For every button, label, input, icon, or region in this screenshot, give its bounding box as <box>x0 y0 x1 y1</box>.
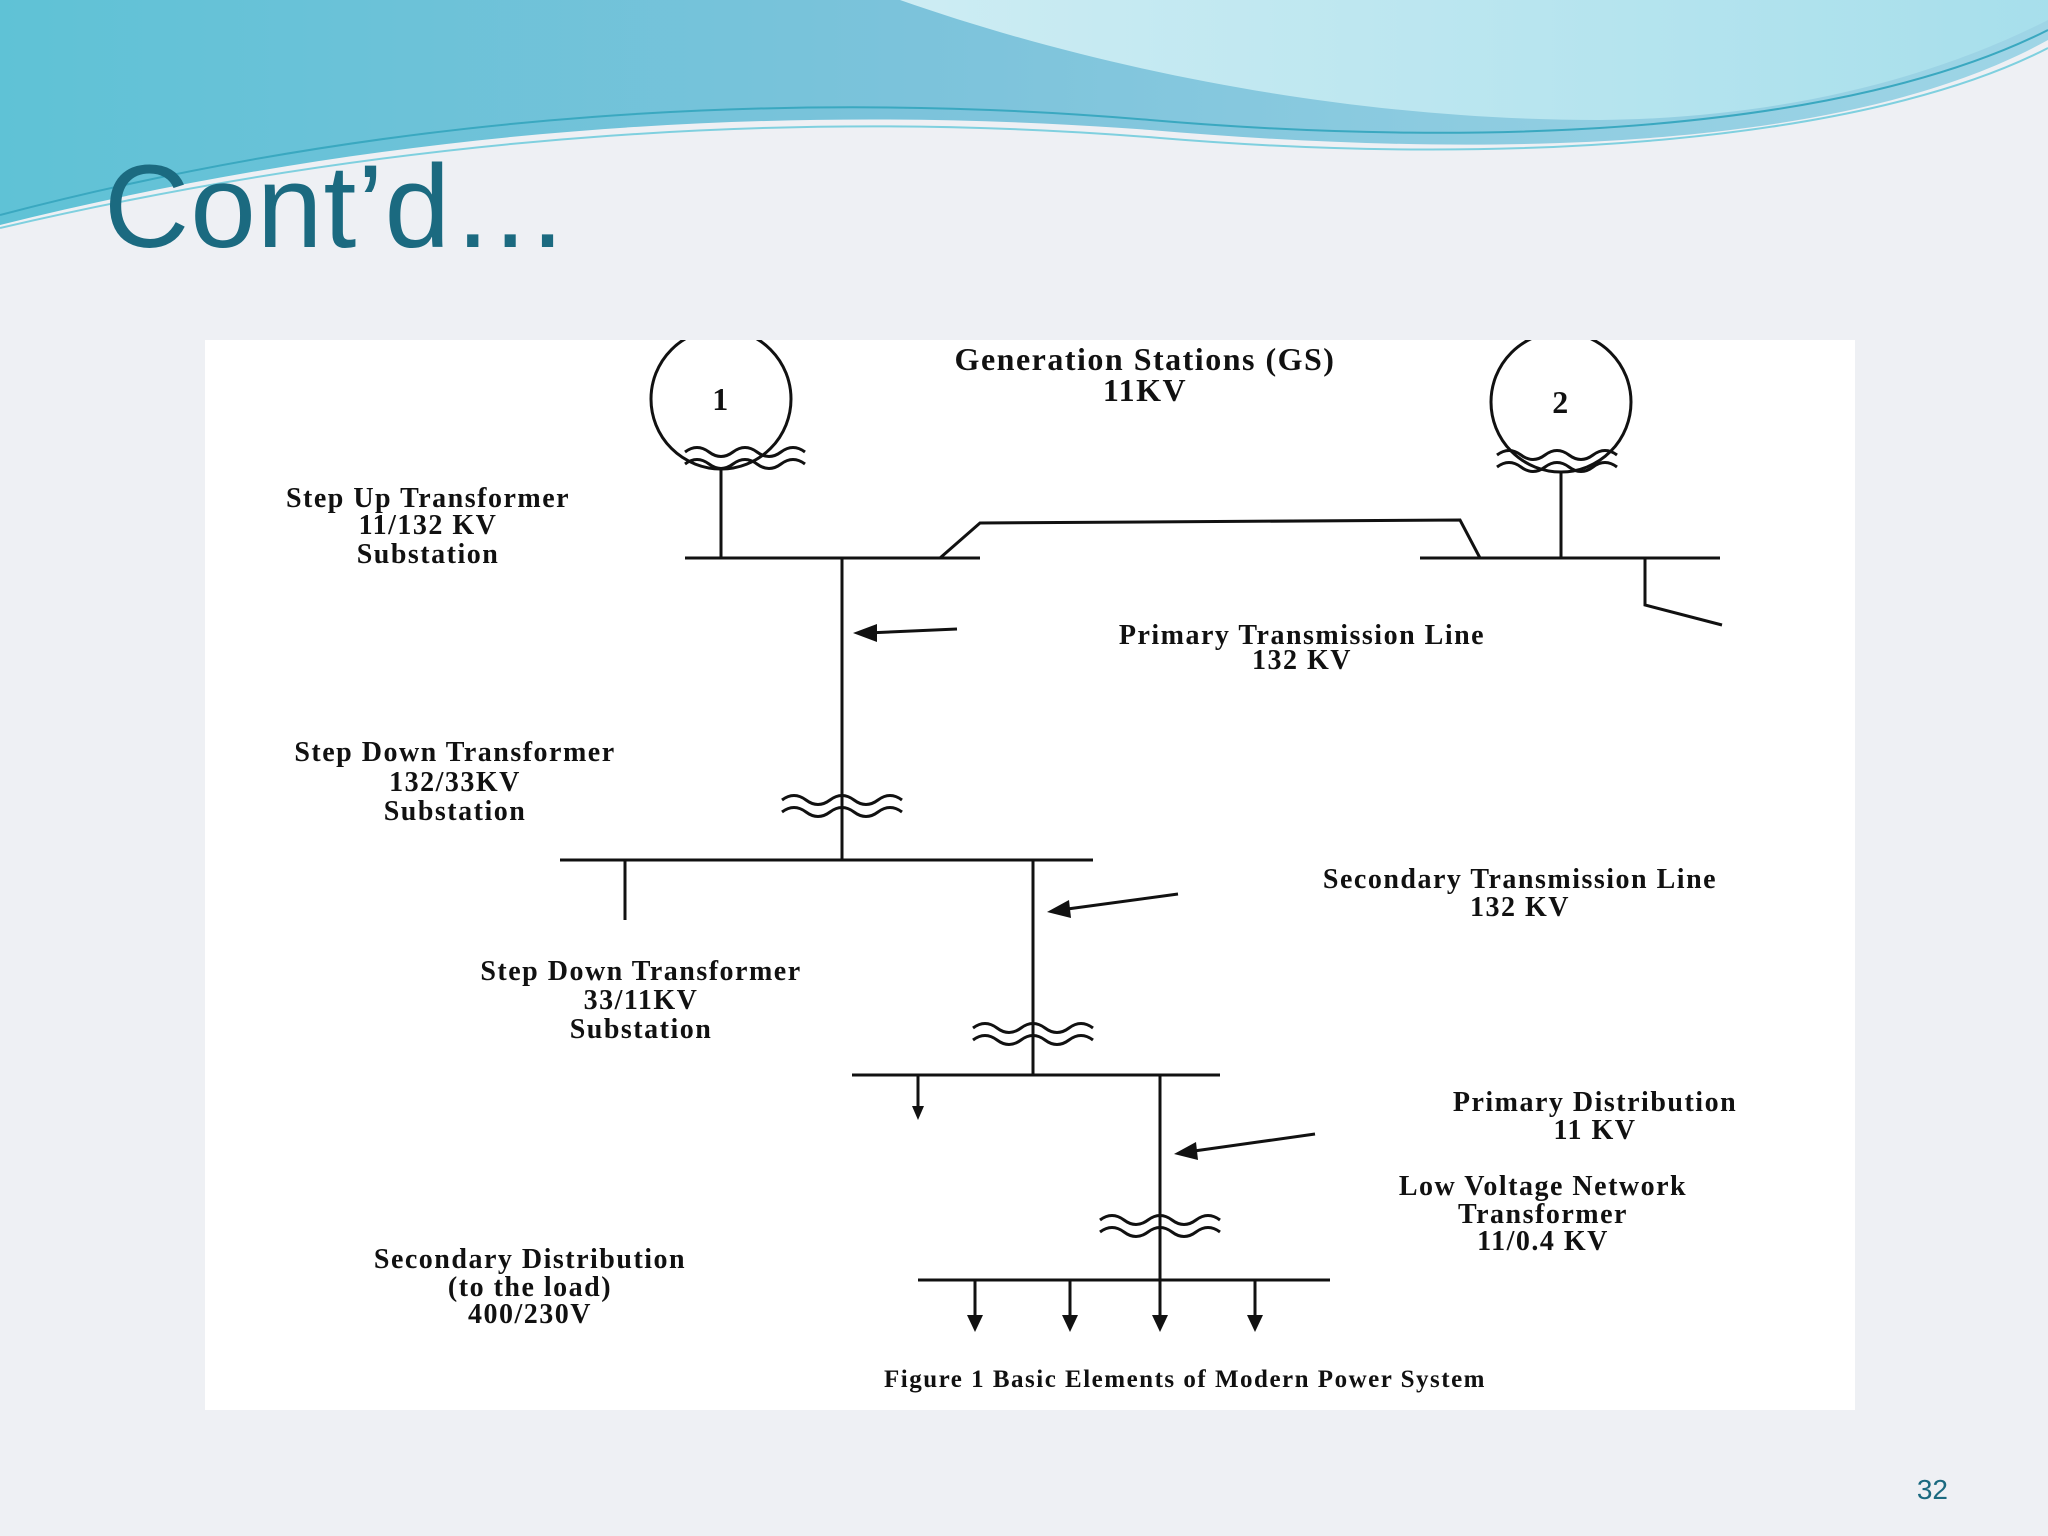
secondary-tx-label-line2: 132 KV <box>1470 892 1570 923</box>
slide-number: 32 <box>1916 1474 1948 1505</box>
load-arrow-3 <box>1152 1315 1168 1332</box>
stepup-transformer-symbol-1b <box>684 458 806 470</box>
stepdown1-label-line2: 132/33KV <box>389 767 521 798</box>
pointer-arrow-secondary-transmission <box>1059 892 1179 912</box>
stepdown2-label-line3: Substation <box>570 1014 713 1045</box>
load-arrow-4 <box>1247 1315 1263 1332</box>
stepdown2-label-line2: 33/11KV <box>584 985 699 1016</box>
interconnection-line <box>939 518 1482 560</box>
figure-caption: Figure 1 Basic Elements of Modern Power … <box>884 1366 1486 1393</box>
stepdown-transformer-symbol-1b <box>781 806 903 818</box>
load-arrow-busbar-11kv <box>912 1106 924 1120</box>
lv-transformer-symbol-b <box>1099 1226 1221 1238</box>
stepup-transformer-symbol-2b <box>1496 461 1618 473</box>
gs-label-line2: 11KV <box>1103 372 1187 408</box>
pointer-arrow-primary-distribution <box>1186 1132 1316 1154</box>
generator-2-number: 2 <box>1552 384 1570 420</box>
stepdown2-label-line1: Step Down Transformer <box>480 956 801 987</box>
stepup-transformer-symbol-2 <box>1496 449 1618 461</box>
arrowhead-primary-transmission <box>853 624 877 642</box>
load-arrow-1 <box>967 1315 983 1332</box>
stepdown-transformer-symbol-2 <box>972 1022 1094 1034</box>
primary-dist-label-line2: 11 KV <box>1554 1115 1637 1146</box>
load-arrow-2 <box>1062 1315 1078 1332</box>
stepup-label-line2: 11/132 KV <box>359 510 498 541</box>
stepdown-transformer-symbol-2b <box>972 1034 1094 1046</box>
secondary-dist-label-line3: 400/230V <box>468 1299 592 1330</box>
stepdown-transformer-symbol-1 <box>781 794 903 806</box>
gs-label-line1: Generation Stations (GS) <box>955 341 1336 377</box>
stepdown1-label-line3: Substation <box>384 796 527 827</box>
secondary-dist-label-line1: Secondary Distribution <box>374 1244 686 1275</box>
arrowhead-primary-distribution <box>1174 1142 1198 1160</box>
secondary-tx-label-line1: Secondary Transmission Line <box>1323 864 1717 895</box>
stepup-label-line1: Step Up Transformer <box>286 483 570 514</box>
arrowhead-secondary-transmission <box>1047 900 1071 918</box>
stepup-label-line3: Substation <box>357 539 500 570</box>
primary-dist-label-line1: Primary Distribution <box>1453 1087 1737 1118</box>
diagram-canvas: 1 2 Generation Stations (GS) 11KV Step U… <box>286 327 1737 1393</box>
pointer-arrow-primary-transmission <box>866 627 958 635</box>
lv-transformer-symbol <box>1099 1214 1221 1226</box>
stepup-transformer-symbol-1 <box>684 446 806 458</box>
power-system-diagram: 1 2 Generation Stations (GS) 11KV Step U… <box>205 327 1855 1410</box>
primary-tx-label-line2: 132 KV <box>1252 645 1352 676</box>
lv-transformer-label-line3: 11/0.4 KV <box>1477 1226 1609 1257</box>
secondary-dist-label-line2: (to the load) <box>448 1272 612 1303</box>
primary-tx-label-line1: Primary Transmission Line <box>1119 620 1485 651</box>
stepdown1-label-line1: Step Down Transformer <box>294 737 615 768</box>
lv-transformer-label-line1: Low Voltage Network <box>1399 1171 1687 1202</box>
header-wave-decoration <box>0 0 2048 229</box>
right-branch-line <box>1643 558 1723 627</box>
generator-1-number: 1 <box>712 381 730 417</box>
lv-transformer-label-line2: Transformer <box>1458 1199 1628 1230</box>
slide-title: Cont’d… <box>104 141 571 273</box>
